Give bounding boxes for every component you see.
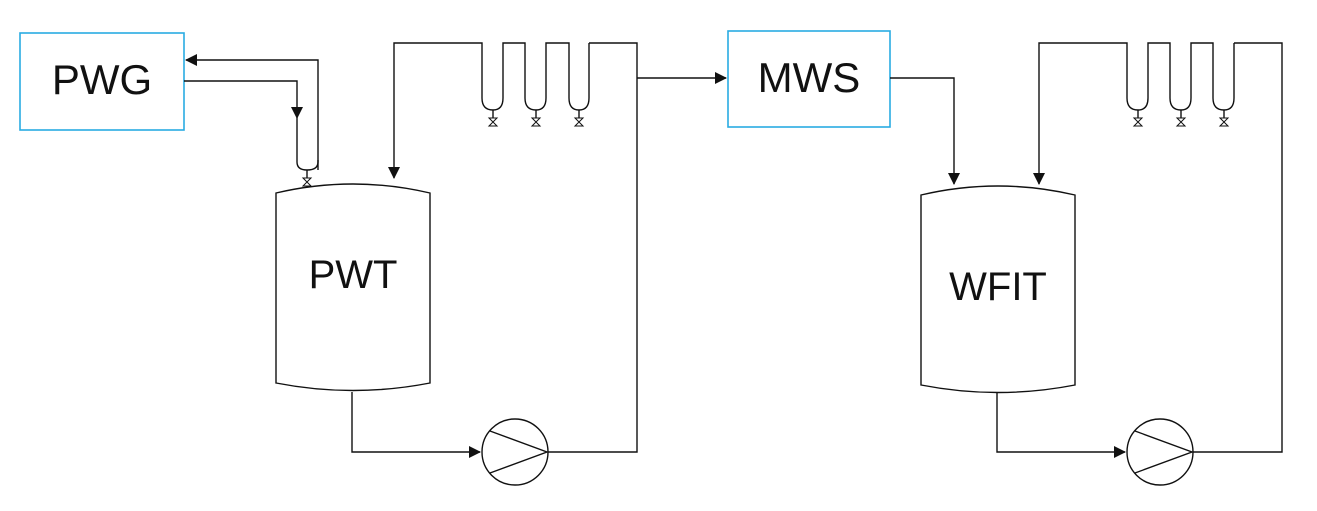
pwg-drop-leg [296,118,319,171]
valve-icon [1218,117,1230,127]
pump-2-icon [1126,418,1195,486]
loop-2-return-line [1193,42,1283,453]
mws-to-wfit-line [890,77,960,185]
wfit-label: WFIT [949,265,1047,309]
mws-box: MWS [727,30,891,128]
pwt-label: PWT [309,253,398,297]
valve-icon [301,177,313,187]
pwt-tank: PWT [275,183,431,392]
valve-icon [1132,117,1144,127]
mws-label: MWS [758,54,861,101]
pwg-label: PWG [52,56,152,103]
valve-icon [573,117,585,127]
points-of-use-2 [1033,42,1235,185]
pwt-to-pwg-line [185,54,319,170]
valve-icon [1175,117,1187,127]
wfit-tank: WFIT [920,185,1076,394]
valve-icon [487,117,499,127]
loop-1-return-line [548,42,638,453]
pwg-box: PWG [19,32,185,131]
pump-1-icon [481,418,550,486]
pwt-outlet-line [351,392,481,458]
valve-icon [530,117,542,127]
pwg-to-pwt-line [184,80,303,119]
points-of-use-1 [388,42,590,179]
wfit-outlet-line [996,393,1126,458]
